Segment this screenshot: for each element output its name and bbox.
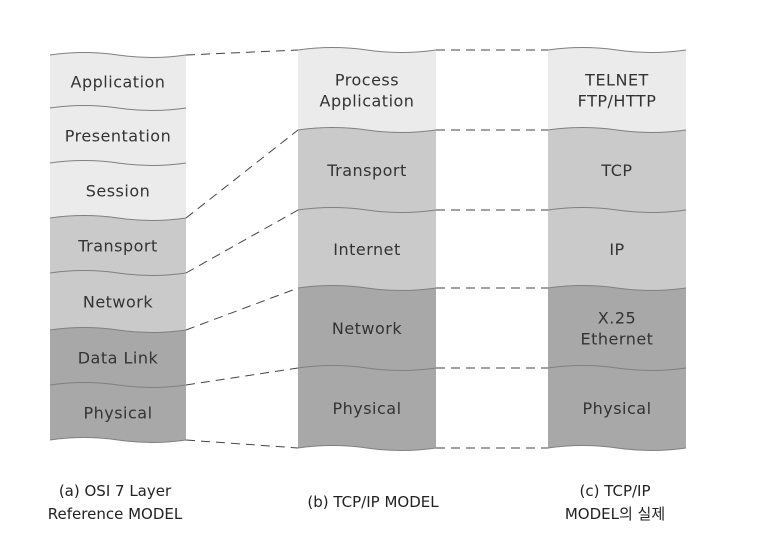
layer-separator [297,47,437,53]
layer-label: TELNET [584,71,649,90]
layer-block [548,127,686,213]
layer-block [548,285,686,371]
layer-separator [49,160,187,166]
layer-separator [49,327,187,333]
layer-separator [49,52,187,58]
layer-block [50,105,186,166]
caption-real: (c) TCP/IP MODEL의 실제 [520,480,710,526]
layer-separator [49,105,187,111]
layer-label: Presentation [65,127,171,146]
layer-label: Internet [333,240,401,259]
layer-separator [297,207,437,213]
layer-separator [547,127,687,133]
layer-separator [297,285,437,291]
layer-label: X.25 [598,309,636,328]
layer-separator [547,445,687,451]
mapping-dashed-line [185,129,299,219]
layer-label: Data Link [78,349,159,368]
mapping-dashed-line [185,49,299,56]
layer-block [298,207,436,291]
layer-separator [547,285,687,291]
layer-label: Physical [83,404,152,423]
layer-separator [49,437,187,443]
layer-separator [49,270,187,276]
layer-separator [547,207,687,213]
layer-separator [297,445,437,451]
mapping-dashed-line [185,367,299,386]
correspondence-lines [185,49,548,449]
layer-separator [49,215,187,221]
layer-separator [547,365,687,371]
layer-label: Transport [77,237,158,256]
layers: ApplicationPresentationSessionTransportN… [49,47,687,451]
mapping-dashed-line [185,439,299,449]
layer-label: TCP [600,161,632,180]
layer-label: Physical [332,399,401,418]
layer-label: Network [332,319,403,338]
layer-label: Process [335,71,399,90]
layer-label: Session [86,182,151,201]
layer-separator [547,47,687,53]
layer-block [298,365,436,451]
layer-block [298,127,436,213]
caption-line: MODEL의 실제 [564,505,666,523]
caption-line: (a) OSI 7 Layer [58,482,172,500]
layer-label: Physical [582,399,651,418]
layer-label: FTP/HTTP [578,92,657,111]
layer-block [298,285,436,371]
layer-block [548,47,686,133]
caption-line: (c) TCP/IP [579,482,651,500]
layer-block [50,382,186,443]
layer-separator [49,382,187,388]
layer-separator [297,365,437,371]
layer-label: Application [320,92,415,111]
layer-label: Transport [326,161,407,180]
layer-block [50,327,186,388]
caption-line: Reference MODEL [47,505,183,523]
layer-block [50,52,186,111]
column-osi: ApplicationPresentationSessionTransportN… [49,52,187,443]
layer-label: Network [83,293,154,312]
layer-label: Application [71,73,166,92]
caption-osi: (a) OSI 7 Layer Reference MODEL [20,480,210,526]
layer-label: Ethernet [581,330,654,349]
layer-block [298,47,436,133]
layer-block [50,215,186,276]
column-tcpip: ProcessApplicationTransportInternetNetwo… [297,47,437,451]
layer-separator [297,127,437,133]
layer-block [548,207,686,291]
layer-label: IP [609,240,624,259]
caption-line: (b) TCP/IP MODEL [307,493,439,511]
caption-tcpip: (b) TCP/IP MODEL [278,491,468,514]
layer-block [50,160,186,221]
mapping-dashed-line [185,287,299,331]
layer-block [548,365,686,451]
layer-block [50,270,186,333]
mapping-dashed-line [185,209,299,274]
